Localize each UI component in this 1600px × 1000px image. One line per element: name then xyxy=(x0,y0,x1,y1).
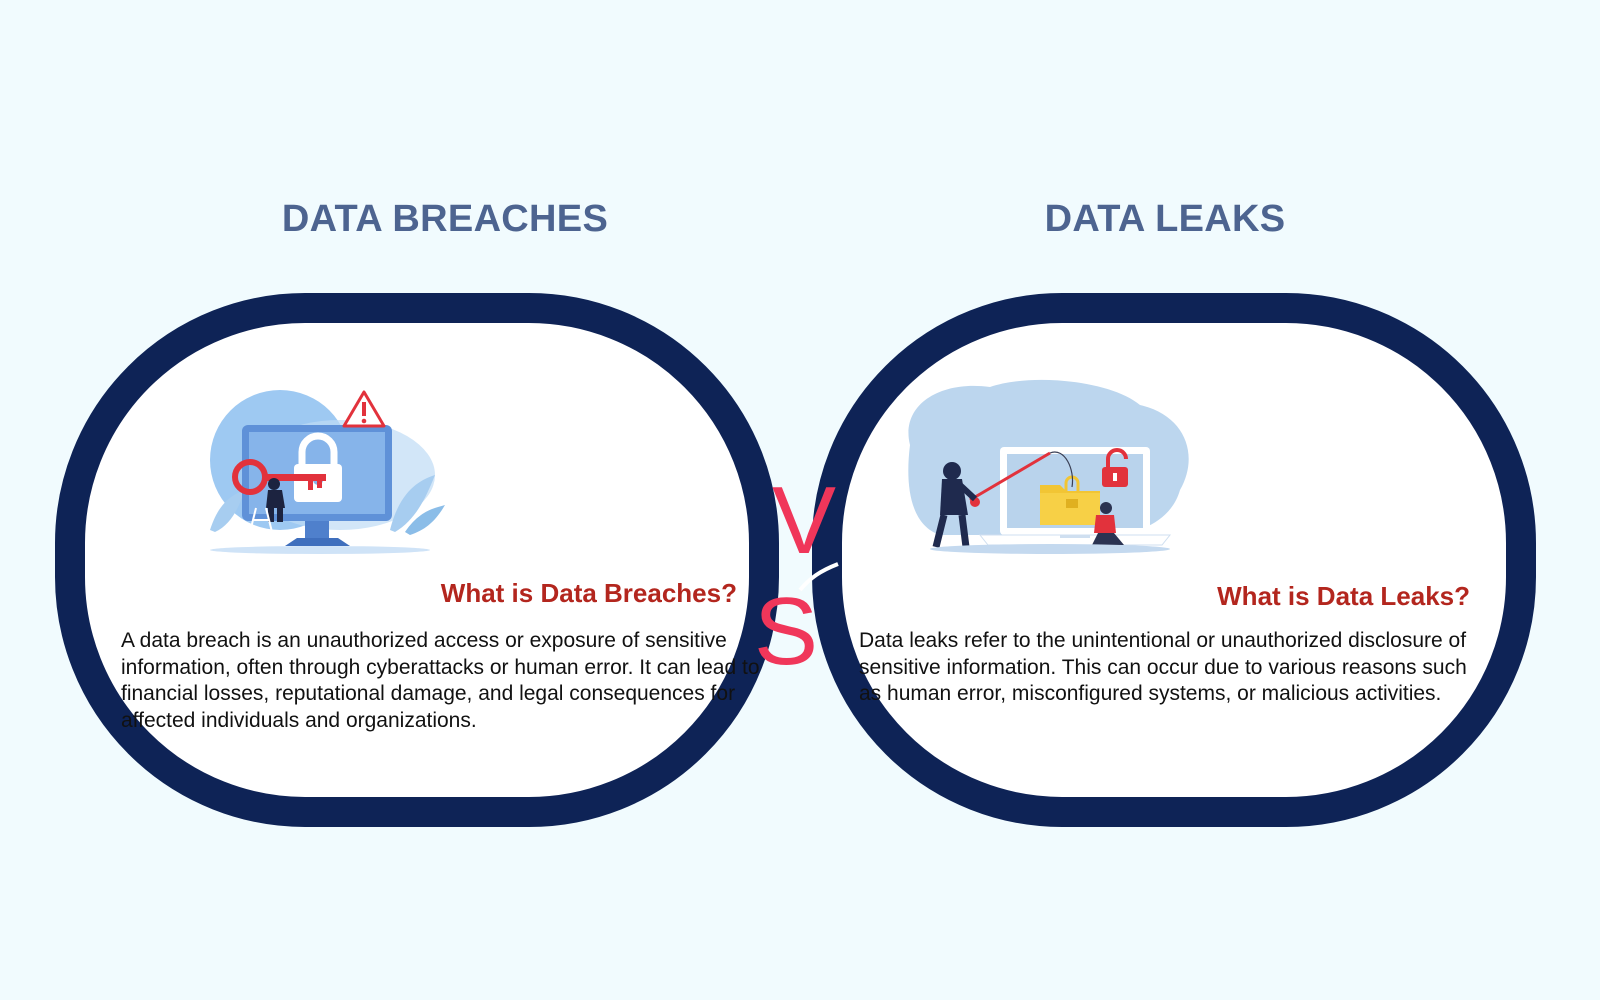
unlocked-padlock-icon xyxy=(1102,448,1128,487)
worried-person-icon xyxy=(1092,502,1124,545)
data-breaches-question: What is Data Breaches? xyxy=(440,578,737,608)
data-leaks-heading: DATA LEAKS xyxy=(1044,198,1286,240)
vs-separator: V S xyxy=(758,478,839,685)
data-leaks-description: Data leaks refer to the unintentional or… xyxy=(859,629,1467,705)
vs-letter-s: S xyxy=(758,578,818,685)
data-breaches-heading: DATA BREACHES xyxy=(281,198,609,240)
data-breach-illustration xyxy=(210,390,445,554)
data-leak-illustration xyxy=(908,379,1189,554)
separator-swoosh xyxy=(798,562,839,592)
hooded-hacker-icon xyxy=(932,462,978,548)
warning-icon xyxy=(342,390,386,428)
data-leaks-question: What is Data Leaks? xyxy=(1217,581,1470,611)
ladder-icon xyxy=(245,507,277,549)
data-breaches-description: A data breach is an unauthorized access … xyxy=(121,629,760,732)
vs-letter-v: V xyxy=(772,478,836,574)
hacker-figure-icon xyxy=(266,478,285,522)
folder-icon xyxy=(1040,475,1100,525)
key-icon xyxy=(232,459,326,495)
